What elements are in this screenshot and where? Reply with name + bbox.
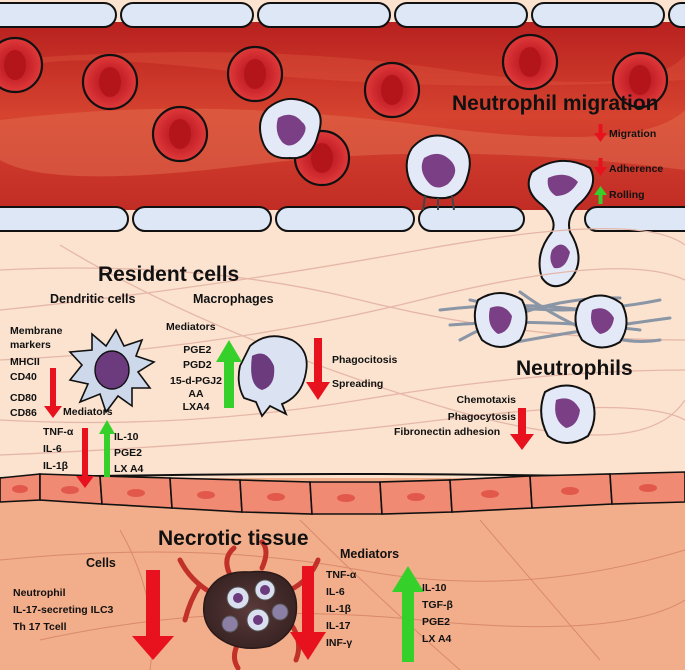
necrotic-down-mediator: INF-γ bbox=[326, 637, 353, 649]
neutrophil-migration-title: Neutrophil migration bbox=[452, 92, 659, 115]
necrotic-cell: IL-17-secreting ILC3 bbox=[13, 604, 114, 616]
neutrophil-functions-down-arrow-icon bbox=[510, 408, 534, 450]
membrane-markers-label: Membrane markers bbox=[10, 325, 63, 351]
macrophage-mediators-label: Mediators bbox=[166, 321, 216, 333]
membrane-marker: CD80 bbox=[10, 392, 37, 404]
membrane-markers-list: MHCII CD40 CD80 CD86 bbox=[10, 355, 40, 421]
legend-arrows bbox=[594, 124, 607, 204]
endothelium-top bbox=[0, 2, 685, 28]
dc-mediators-down-arrow-icon bbox=[76, 428, 94, 488]
membrane-marker: CD86 bbox=[10, 407, 37, 419]
dc-up-mediators-list: IL-10 PGE2 LX A4 bbox=[114, 429, 143, 477]
macrophage-up-mediator: 15-d-PGJ2 bbox=[170, 375, 222, 387]
necrotic-down-mediator: IL-17 bbox=[326, 620, 351, 632]
macrophage-up-mediators-list: PGE2 PGD2 bbox=[183, 343, 212, 373]
membrane-marker: MHCII bbox=[10, 356, 40, 368]
vessel-neutrophil-2 bbox=[405, 134, 471, 211]
necrotic-tissue-title: Necrotic tissue bbox=[158, 527, 309, 550]
necrotic-cell: Neutrophil bbox=[13, 587, 66, 599]
necrotic-up-mediator: TGF-β bbox=[422, 599, 453, 611]
red-blood-cells bbox=[0, 33, 669, 187]
necrotic-up-mediator: IL-10 bbox=[422, 582, 447, 594]
neutrophils-title: Neutrophils bbox=[516, 357, 633, 380]
neutrophil-function: Phagocytosis bbox=[447, 411, 516, 423]
macrophage-up-mediator: AA bbox=[188, 388, 204, 400]
dc-up-mediator: IL-10 bbox=[114, 431, 139, 443]
macrophage-up-mediator: PGE2 bbox=[183, 344, 212, 356]
necrotic-cells-down-arrow-icon bbox=[132, 570, 174, 660]
necrotic-down-mediator: IL-6 bbox=[326, 586, 345, 598]
resident-cells-title: Resident cells bbox=[98, 263, 240, 286]
tissue-neutrophil-2 bbox=[574, 294, 628, 349]
migration-down-arrow-icon bbox=[594, 124, 607, 142]
dc-down-mediator: IL-6 bbox=[43, 443, 62, 455]
rolling-up-arrow-icon bbox=[594, 186, 607, 204]
necrotic-mediators-label: Mediators bbox=[340, 547, 400, 561]
macrophages-title: Macrophages bbox=[193, 292, 274, 306]
dc-down-mediator: TNF-α bbox=[43, 426, 74, 438]
dc-up-mediator: PGE2 bbox=[114, 447, 143, 459]
necrotic-down-mediators-list: TNF-α IL-6 IL-1β IL-17 INF-γ bbox=[326, 567, 356, 652]
epithelial-nuclei bbox=[12, 484, 657, 502]
adherence-down-arrow-icon bbox=[594, 158, 607, 176]
macrophage-illustration bbox=[237, 335, 308, 418]
necrotic-cell: Th 17 Tcell bbox=[13, 621, 67, 633]
necrotic-cells-label: Cells bbox=[86, 556, 116, 570]
legend-rolling-label: Rolling bbox=[609, 189, 645, 201]
macrophage-functions-list: Phagocitosis Spreading bbox=[332, 348, 397, 396]
necrotic-up-mediator: LX A4 bbox=[422, 633, 452, 645]
necrotic-mediators-down-arrow-icon bbox=[290, 566, 326, 660]
tissue-neutrophil-1 bbox=[473, 292, 528, 348]
legend-adherence-label: Adherence bbox=[609, 163, 664, 175]
macrophage-function: Phagocitosis bbox=[332, 354, 398, 366]
necrotic-mediators-up-arrow-icon bbox=[392, 566, 424, 662]
macrophage-up-mediators-list-2: 15-d-PGJ2 AA LXA4 bbox=[165, 375, 227, 414]
necrotic-down-mediator: IL-1β bbox=[326, 603, 352, 615]
dc-down-mediators-list: TNF-α IL-6 IL-1β bbox=[43, 424, 73, 475]
endothelium-bottom bbox=[0, 206, 685, 232]
macrophage-mediators-up-arrow-icon bbox=[216, 340, 242, 408]
dendritic-cells-title: Dendritic cells bbox=[50, 292, 136, 306]
macrophage-functions-down-arrow-icon bbox=[306, 338, 330, 400]
legend-migration-label: Migration bbox=[609, 128, 657, 140]
membrane-marker: CD40 bbox=[10, 371, 37, 383]
vessel-neutrophil-1 bbox=[259, 97, 322, 160]
dc-mediators-up-arrow-icon bbox=[99, 420, 115, 477]
macrophage-up-mediator: LXA4 bbox=[182, 401, 210, 413]
dc-mediators-label: Mediators bbox=[63, 406, 113, 418]
tissue-neutrophil-3 bbox=[540, 384, 596, 444]
necrotic-down-mediator: TNF-α bbox=[326, 569, 357, 581]
neutrophil-function: Chemotaxis bbox=[456, 394, 516, 406]
dc-up-mediator: LX A4 bbox=[114, 463, 144, 475]
transmigrating-neutrophil bbox=[527, 159, 594, 288]
macrophage-function: Spreading bbox=[332, 378, 384, 390]
necrotic-cell-cluster bbox=[177, 539, 321, 670]
neutrophil-functions-list: Chemotaxis Phagocytosis bbox=[396, 392, 516, 426]
dc-down-mediator: IL-1β bbox=[43, 460, 69, 472]
macrophage-up-mediator: PGD2 bbox=[183, 359, 212, 371]
dendritic-cell-illustration bbox=[68, 328, 156, 414]
necrotic-up-mediator: PGE2 bbox=[422, 616, 451, 628]
membrane-markers-down-arrow-icon bbox=[44, 368, 62, 418]
necrotic-up-mediators-list: IL-10 TGF-β PGE2 LX A4 bbox=[422, 580, 453, 648]
neutrophil-function-fibronectin: Fibronectin adhesion bbox=[394, 426, 501, 438]
necrotic-cells-list: Neutrophil IL-17-secreting ILC3 Th 17 Tc… bbox=[13, 585, 113, 636]
